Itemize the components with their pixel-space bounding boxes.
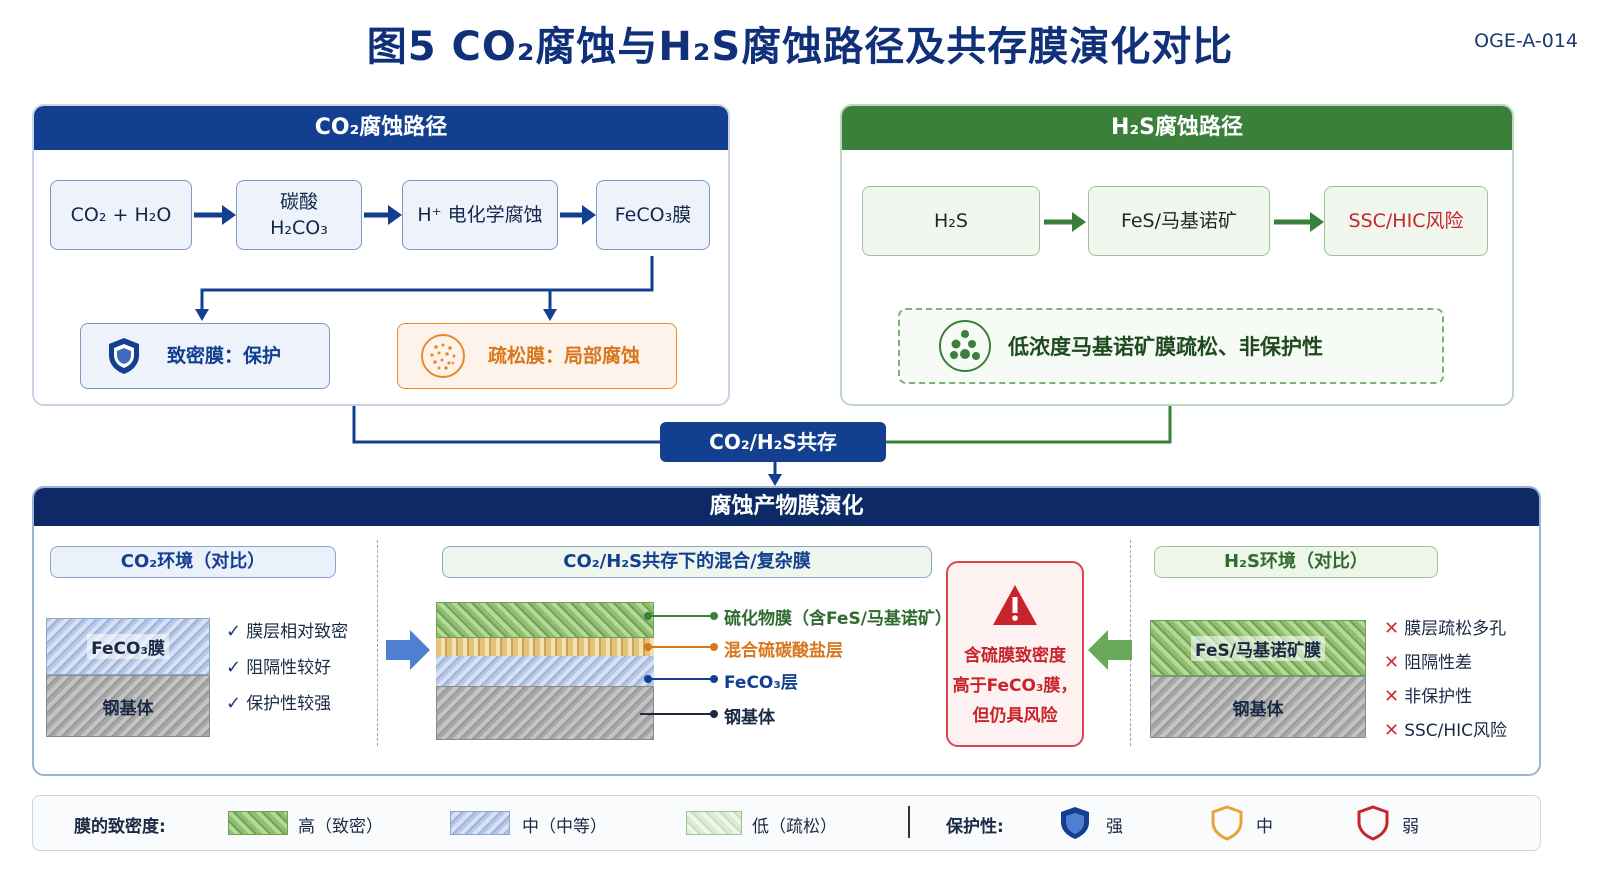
legend-density-medium: 中（中等） [522,817,607,837]
mixed-layer-label-sulfocarbonate: 混合硫碳酸盐层 [724,641,843,661]
dense-film-protect-box: 致密膜：保护 [80,323,330,389]
co2-step-reactants: CO₂ + H₂O [50,180,192,250]
h2s-env-point: ✕ 阻隔性差 [1384,652,1473,673]
legend-protect-weak: 弱 [1402,817,1419,837]
page-title: 图5 CO₂腐蚀与H₂S腐蚀路径及共存膜演化对比 [366,24,1234,70]
porous-dots-icon [421,334,465,378]
co2-step-feco3-film: FeCO₃膜 [596,180,710,250]
divider-left [377,540,378,746]
warning-box: 含硫膜致密度 高于FeCO₃膜， 但仍具风险 [946,561,1084,747]
carbonic-acid-label: 碳酸 [279,191,318,213]
h2s-env-film-layer: FeS/马基诺矿膜 [1150,620,1366,676]
co2-env-point: ✓ 膜层相对致密 [226,621,349,642]
carbonic-acid-formula: H₂CO₃ [270,217,328,239]
mixed-sulfocarbonate-layer [436,638,654,656]
h2s-env-point: ✕ 非保护性 [1384,686,1473,707]
h2s-note-box: 低浓度马基诺矿膜疏松、非保护性 [898,308,1444,384]
co2-flow-arrows [194,205,654,321]
warning-line: 高于FeCO₃膜， [952,676,1078,696]
loose-film-label: 疏松膜：局部腐蚀 [488,345,641,367]
co2-env-tag: CO₂环境（对比） [50,546,336,578]
mixed-layer-label-feco3: FeCO₃层 [724,673,798,693]
dense-film-label: 致密膜：保护 [167,345,282,367]
mixed-film-tag: CO₂/H₂S共存下的混合/复杂膜 [442,546,932,578]
figure-code: OGE-A-014 [1474,30,1578,52]
legend-protect-strong: 强 [1106,817,1123,837]
mixed-layer-label-steel: 钢基体 [724,708,775,728]
h2s-env-point: ✕ 膜层疏松多孔 [1384,618,1507,639]
mixed-sulfide-layer [436,602,654,638]
co2-path-header: CO₂腐蚀路径 [34,106,728,150]
co2-step-carbonic-acid: 碳酸 H₂CO₃ [236,180,362,250]
shield-medium-icon [1211,805,1243,841]
h2s-path-header: H₂S腐蚀路径 [842,106,1512,150]
legend-protect-medium: 中 [1256,817,1273,837]
h2s-step-h2s: H₂S [862,186,1040,256]
shield-weak-icon [1357,805,1389,841]
co2-env-steel-label: 钢基体 [102,698,154,719]
warning-icon [993,585,1037,625]
co2-env-points: ✓ 膜层相对致密 ✓ 阻隔性较好 ✓ 保护性较强 [226,614,348,722]
h2s-step-ssc-hic-risk: SSC/HIC风险 [1324,186,1488,256]
h2s-env-point: ✕ SSC/HIC风险 [1384,720,1508,741]
co2-step-electrochemical: H⁺ 电化学腐蚀 [402,180,558,250]
evolution-header: 腐蚀产物膜演化 [34,488,1539,526]
mixed-feco3-layer [436,656,654,686]
legend-swatch-medium [450,811,510,835]
h2s-env-points: ✕ 膜层疏松多孔 ✕ 阻隔性差 ✕ 非保护性 ✕ SSC/HIC风险 [1384,612,1507,748]
h2s-env-steel-label: 钢基体 [1232,699,1284,720]
co2-env-film-label: FeCO₃膜 [87,634,169,659]
right-arrow-icon [386,630,430,670]
mackinawite-particles-icon [939,320,991,372]
legend-swatch-high [228,811,288,835]
coexist-badge: CO₂/H₂S共存 [660,422,886,462]
left-arrow-icon [1088,630,1132,670]
shield-strong-icon [1061,807,1089,839]
h2s-env-film-label: FeS/马基诺矿膜 [1191,635,1325,661]
mixed-layer-leaders [640,612,718,718]
warning-line: 但仍具风险 [972,706,1058,726]
h2s-step-fes: FeS/马基诺矿 [1088,186,1270,256]
legend-density-high: 高（致密） [298,817,383,837]
legend-density-low: 低（疏松） [752,817,837,837]
co2-env-steel-layer: 钢基体 [46,675,210,737]
legend-separator [908,806,910,838]
co2-env-point: ✓ 保护性较强 [226,693,332,714]
mixed-steel-layer [436,686,654,740]
h2s-note-text: 低浓度马基诺矿膜疏松、非保护性 [1008,335,1323,359]
mixed-layer-label-sulfide: 硫化物膜（含FeS/马基诺矿） [724,609,952,629]
coexist-connectors [352,406,1172,486]
shield-icon [109,338,139,374]
legend-swatch-low [686,811,742,835]
loose-film-corrosion-box: 疏松膜：局部腐蚀 [397,323,677,389]
h2s-env-tag: H₂S环境（对比） [1154,546,1438,578]
warning-line: 含硫膜致密度 [964,646,1066,666]
legend-protect-label: 保护性: [946,817,1004,837]
co2-env-film-layer: FeCO₃膜 [46,618,210,675]
h2s-flow-arrows [1044,212,1324,232]
h2s-env-steel-layer: 钢基体 [1150,676,1366,738]
legend-density-label: 膜的致密度: [74,817,166,837]
co2-env-point: ✓ 阻隔性较好 [226,657,332,678]
